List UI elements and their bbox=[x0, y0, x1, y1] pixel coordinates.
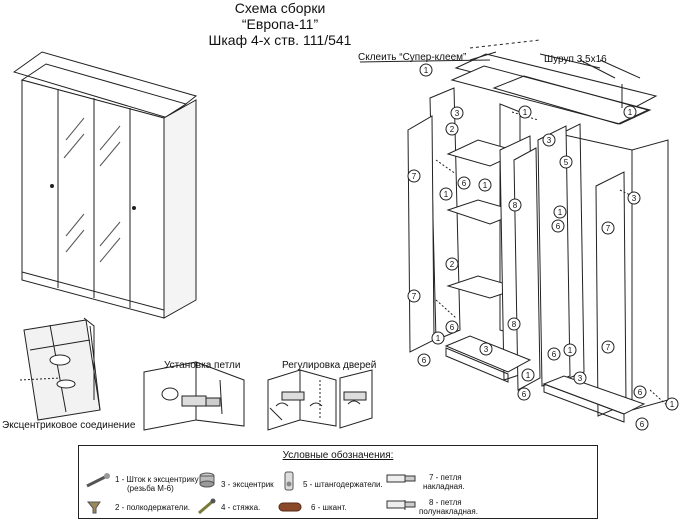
rod-icon bbox=[86, 473, 110, 488]
callout-6-a: 6 bbox=[457, 176, 471, 190]
callout-7-c: 7 bbox=[407, 289, 421, 303]
callout-2-a: 2 bbox=[445, 122, 459, 136]
svg-text:7: 7 bbox=[606, 343, 611, 352]
callout-6-c: 6 bbox=[445, 320, 459, 334]
callout-6-b: 6 bbox=[551, 219, 565, 233]
svg-text:6: 6 bbox=[640, 420, 645, 429]
callout-6-f: 6 bbox=[517, 387, 531, 401]
svg-text:2: 2 bbox=[450, 260, 455, 269]
svg-text:6: 6 bbox=[552, 350, 557, 359]
legend-box: Условные обозначения: 1 - Шток к эксцент… bbox=[78, 445, 598, 519]
callout-1-f: 1 bbox=[553, 205, 567, 219]
svg-text:6: 6 bbox=[462, 179, 467, 188]
legend-item-7-line1: 7 - петля bbox=[429, 473, 462, 482]
legend-item-1-line2: (резьба М-6) bbox=[127, 484, 174, 493]
svg-text:6: 6 bbox=[522, 390, 527, 399]
door-adjust-label: Регулировка дверей bbox=[282, 360, 377, 371]
svg-text:3: 3 bbox=[484, 345, 489, 354]
callout-1-h: 1 bbox=[563, 343, 577, 357]
svg-text:7: 7 bbox=[606, 224, 611, 233]
callout-3-a: 3 bbox=[450, 106, 464, 120]
callout-1-g: 1 bbox=[431, 331, 445, 345]
callout-1-a: 1 bbox=[419, 63, 433, 77]
callout-3-c: 3 bbox=[627, 191, 641, 205]
callout-1-i: 1 bbox=[521, 368, 535, 382]
callout-3-d: 3 bbox=[479, 342, 493, 356]
callout-7-d: 7 bbox=[601, 340, 615, 354]
svg-text:1: 1 bbox=[444, 190, 449, 199]
legend-item-4: 4 - стяжка. bbox=[221, 503, 261, 512]
shelf-support-icon bbox=[86, 501, 101, 514]
title-line-1: Схема сборки bbox=[234, 0, 326, 16]
legend-item-7-line2: накладная. bbox=[423, 482, 465, 491]
callout-3-e: 3 bbox=[573, 371, 587, 385]
callout-6-g: 6 bbox=[633, 385, 647, 399]
callout-1-d: 1 bbox=[478, 178, 492, 192]
callout-8-a: 8 bbox=[508, 198, 522, 212]
legend-item-6: 6 - шкант. bbox=[311, 503, 347, 512]
callout-7-b: 7 bbox=[601, 221, 615, 235]
svg-text:6: 6 bbox=[422, 356, 427, 365]
svg-text:5: 5 bbox=[564, 158, 569, 167]
svg-text:1: 1 bbox=[436, 334, 441, 343]
hinge-install-detail bbox=[143, 361, 245, 431]
svg-text:1: 1 bbox=[568, 346, 573, 355]
svg-text:1: 1 bbox=[628, 108, 633, 117]
legend-title: Условные обозначения: bbox=[282, 450, 394, 461]
svg-text:1: 1 bbox=[670, 400, 675, 409]
glue-label: Склеить “Супер-клеем” bbox=[358, 52, 467, 63]
title-line-3: Шкаф 4-х ств. 111/541 bbox=[208, 32, 352, 48]
callout-6-h: 6 bbox=[635, 417, 649, 431]
callout-8-b: 8 bbox=[507, 317, 521, 331]
svg-text:7: 7 bbox=[412, 172, 417, 181]
eccentric-joint-label: Эксцентриковое соединение bbox=[2, 420, 136, 431]
svg-text:3: 3 bbox=[632, 194, 637, 203]
callout-1-e: 1 bbox=[439, 187, 453, 201]
callout-5: 5 bbox=[559, 155, 573, 169]
tie-screw-icon bbox=[198, 498, 216, 515]
svg-text:1: 1 bbox=[523, 108, 528, 117]
door-adjust-detail bbox=[267, 369, 373, 431]
eccentric-joint-detail bbox=[19, 317, 101, 421]
svg-text:6: 6 bbox=[638, 388, 643, 397]
callout-6-d: 6 bbox=[417, 353, 431, 367]
svg-text:3: 3 bbox=[455, 109, 460, 118]
svg-text:1: 1 bbox=[483, 181, 488, 190]
legend-item-8-line1: 8 - петля bbox=[429, 498, 462, 507]
svg-text:2: 2 bbox=[450, 125, 455, 134]
legend-item-5: 5 - штангодержатели. bbox=[303, 480, 383, 489]
eccentric-icon bbox=[199, 472, 215, 488]
callout-1-j: 1 bbox=[665, 397, 679, 411]
svg-text:1: 1 bbox=[526, 371, 531, 380]
callout-7-a: 7 bbox=[407, 169, 421, 183]
svg-text:1: 1 bbox=[558, 208, 563, 217]
legend-item-3: 3 - эксцентрик bbox=[221, 480, 274, 489]
callout-3-b: 3 bbox=[542, 133, 556, 147]
half-overlay-hinge-icon bbox=[386, 500, 416, 510]
callout-2-b: 2 bbox=[445, 257, 459, 271]
legend-item-2: 2 - полкодержатели. bbox=[115, 503, 191, 512]
svg-text:7: 7 bbox=[412, 292, 417, 301]
exploded-view bbox=[359, 39, 671, 423]
svg-text:6: 6 bbox=[556, 222, 561, 231]
callout-1-b: 1 bbox=[518, 105, 532, 119]
overlay-hinge-icon bbox=[386, 474, 416, 483]
svg-text:3: 3 bbox=[547, 136, 552, 145]
callout-1-c: 1 bbox=[623, 105, 637, 119]
hinge-install-label: Установка петли bbox=[164, 360, 241, 371]
callout-6-e: 6 bbox=[547, 347, 561, 361]
rail-holder-icon bbox=[284, 471, 294, 491]
svg-text:6: 6 bbox=[450, 323, 455, 332]
svg-text:1: 1 bbox=[424, 66, 429, 75]
assembled-wardrobe bbox=[12, 51, 198, 319]
legend-item-1-line1: 1 - Шток к эксцентрику bbox=[115, 475, 199, 484]
screw-label: Шуруп 3,5х16 bbox=[544, 54, 607, 65]
svg-text:8: 8 bbox=[512, 320, 517, 329]
svg-text:3: 3 bbox=[578, 374, 583, 383]
dowel-icon bbox=[278, 502, 302, 512]
svg-text:8: 8 bbox=[513, 201, 518, 210]
title-line-2: “Европа-11” bbox=[241, 16, 319, 32]
legend-item-8-line2: полунакладная. bbox=[419, 507, 478, 516]
